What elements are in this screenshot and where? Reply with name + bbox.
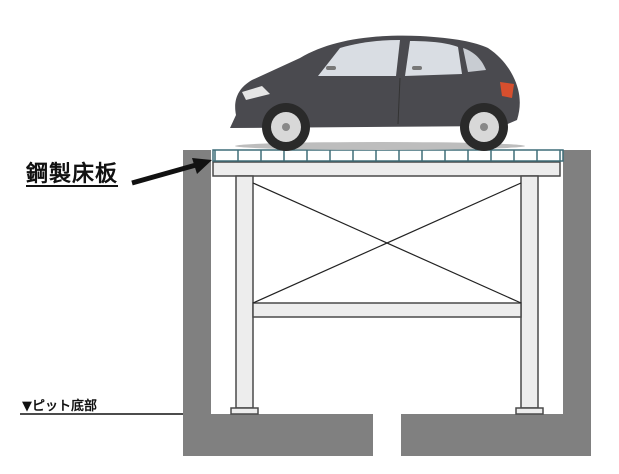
steel-frame xyxy=(212,161,561,415)
steel-floor-label: 鋼製床板 xyxy=(26,162,119,187)
column-left xyxy=(235,175,254,409)
base-plate-left xyxy=(230,407,259,415)
front-wheel xyxy=(262,103,310,151)
pit-floor-right xyxy=(401,414,591,456)
pit-wall-right xyxy=(563,150,591,414)
pit-bottom-label: ▼ピット底部 xyxy=(22,399,97,414)
steel-floor-plate xyxy=(212,149,564,162)
top-beam xyxy=(212,161,561,177)
rear-wheel xyxy=(460,103,508,151)
pit-wall-left xyxy=(183,150,211,414)
pit-floor-left xyxy=(183,414,373,456)
floor-label-arrow xyxy=(131,158,212,186)
pit-structure xyxy=(183,150,591,456)
middle-beam xyxy=(252,302,522,318)
column-right xyxy=(520,175,539,409)
cross-bracing xyxy=(252,182,522,304)
car-icon xyxy=(230,35,525,151)
base-plate-right xyxy=(515,407,544,415)
